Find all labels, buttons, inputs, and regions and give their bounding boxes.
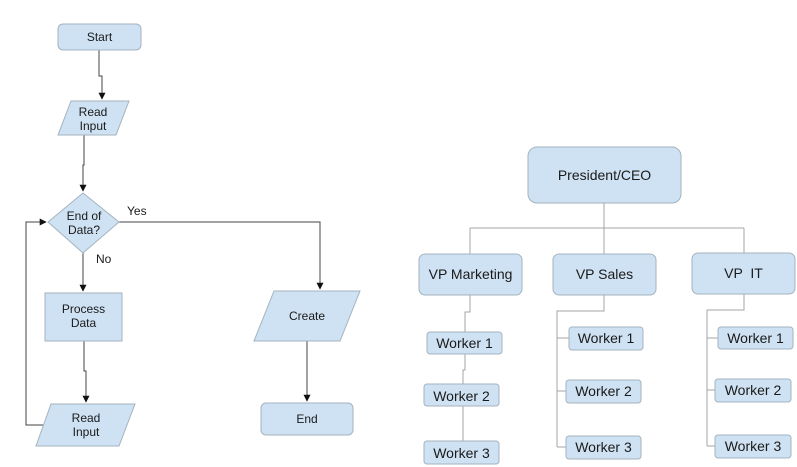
edge-marketing-chain [462,295,471,441]
worker-label: Worker 2 [575,383,632,399]
worker-label: Worker 1 [578,330,635,346]
create-node[interactable]: Create [253,290,361,342]
vp-sales-label: VP Sales [576,266,633,282]
vp-it-label: VP IT [724,265,763,281]
edge-sales-chain [556,295,605,448]
read-input-node-1[interactable]: Read Input [57,100,130,136]
ceo-label: President/CEO [558,167,651,183]
edge-read-input-to-decision [79,135,87,192]
end-label: End [296,412,317,426]
process-data-node[interactable]: Process Data [44,292,123,342]
create-label: Create [289,309,325,323]
worker-label: Worker 1 [727,330,784,346]
read-input-1-line-1: Read [79,105,108,119]
yes-label: Yes [127,204,147,218]
start-node[interactable]: Start [57,23,142,51]
read-input-node-2[interactable]: Read Input [35,403,136,447]
it-worker-3[interactable]: Worker 3 [714,434,792,459]
it-worker-1[interactable]: Worker 1 [717,326,794,350]
sales-worker-1[interactable]: Worker 1 [568,326,644,351]
no-label: No [96,252,112,266]
ceo-node[interactable]: President/CEO [527,146,682,204]
read-input-2-line-1: Read [72,411,101,425]
org-chart: President/CEO VP Marketing VP Sales VP I… [418,146,796,465]
edge-process-to-read-input [82,341,90,403]
process-line-2: Data [71,316,97,330]
marketing-worker-2[interactable]: Worker 2 [423,383,500,407]
start-label: Start [87,30,113,44]
read-input-1-line-2: Input [80,119,107,133]
process-line-1: Process [62,302,105,316]
worker-label: Worker 3 [725,438,782,454]
edge-start-to-read-input [98,50,106,100]
it-worker-2[interactable]: Worker 2 [714,378,792,403]
marketing-worker-1[interactable]: Worker 1 [426,331,503,355]
read-input-2-line-2: Input [73,425,100,439]
sales-worker-2[interactable]: Worker 2 [565,379,642,404]
decision-node[interactable]: End of Data? [47,192,120,254]
worker-label: Worker 2 [725,382,782,398]
flowchart: Yes No Start Read Input End of Data? Pro… [25,23,361,447]
vp-it-node[interactable]: VP IT [691,252,796,295]
decision-line-1: End of [67,209,102,223]
worker-label: Worker 3 [433,445,490,461]
edge-ceo-to-vps [469,203,745,254]
decision-line-2: Data? [68,223,100,237]
vp-sales-node[interactable]: VP Sales [552,253,657,296]
worker-label: Worker 2 [433,388,490,404]
worker-label: Worker 3 [575,439,632,455]
sales-worker-3[interactable]: Worker 3 [565,435,642,460]
marketing-worker-3[interactable]: Worker 3 [423,440,500,465]
vp-marketing-node[interactable]: VP Marketing [418,253,523,296]
edge-it-chain [706,294,745,447]
worker-label: Worker 1 [436,335,493,351]
edge-loop-back-to-decision [25,218,49,426]
end-node[interactable]: End [260,402,354,436]
vp-marketing-label: VP Marketing [429,266,513,282]
edge-decision-yes-to-create [119,221,324,290]
